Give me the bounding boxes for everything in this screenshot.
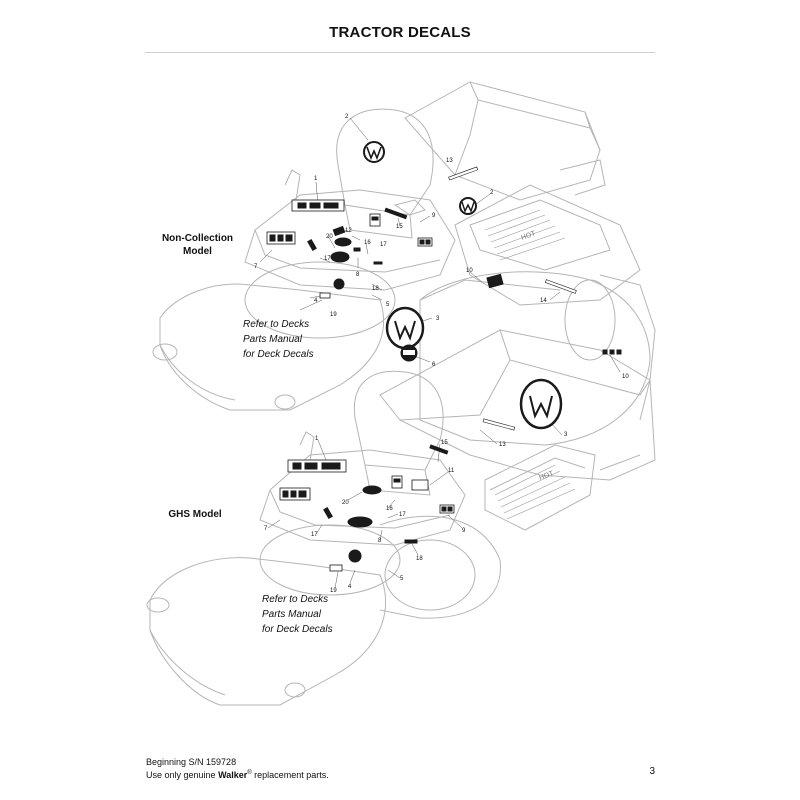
callout: 4 [314,298,318,304]
deck-note-line1: Refer to Decks [262,594,329,605]
callout: 5 [386,302,390,308]
callout: 6 [432,362,436,368]
callout: 8 [356,272,360,278]
model-label-ghs: GHS Model [168,509,222,520]
callout: 7 [264,526,268,532]
footer-notice: Use only genuine Walker® replacement par… [146,768,329,781]
callout: 9 [462,528,466,534]
callout: 3 [564,432,568,438]
hot-decal-top: HOT [520,230,537,242]
deck-note-line3: for Deck Decals [262,624,333,635]
title-divider [145,52,655,53]
callout: 11 [448,468,455,474]
footer-prefix: Use only genuine [146,770,219,780]
callout: 17 [399,512,406,518]
callout: 10 [466,268,473,274]
footer-serial: Beginning S/N 159728 [146,757,237,767]
callout: 16 [364,240,371,246]
brand-name: Walker [218,770,248,780]
callouts-bottom: 1 15 13 3 11 20 16 17 7 17 8 9 18 4 5 19 [264,432,568,594]
callout: 15 [396,224,403,230]
callout: 13 [499,442,506,448]
deck-note-line2: Parts Manual [243,334,302,345]
callout: 1 [314,176,318,182]
deck-note-line2: Parts Manual [262,609,321,620]
callout: 19 [330,312,337,318]
callout: 2 [490,190,494,196]
model-label-line2: Model [183,246,212,257]
callout: 2 [345,114,349,120]
callout: 17 [324,256,331,262]
callout: 13 [446,158,453,164]
callout: 9 [432,213,436,219]
deck-note-line1: Refer to Decks [243,319,310,330]
callout: 3 [436,316,440,322]
registered-mark: ® [247,770,252,776]
callout: 8 [378,538,382,544]
callout: 20 [326,234,333,240]
footer-suffix: replacement parts. [251,770,329,780]
deck-reference-note-top: Refer to Decks Parts Manual for Deck Dec… [243,317,314,362]
callout: 7 [254,264,258,270]
callout: 18 [372,286,379,292]
page-title: TRACTOR DECALS [329,24,471,41]
callout: 17 [380,242,387,248]
model-label-line1: Non-Collection [161,233,234,244]
callouts-top: 2 13 2 1 12 15 9 20 16 17 8 17 7 10 18 1… [254,114,629,380]
callout: 10 [622,374,629,380]
callout: 14 [540,298,547,304]
deck-note-line3: for Deck Decals [243,349,314,360]
callout: 4 [348,584,352,590]
callout: 12 [345,228,352,234]
callout: 17 [311,532,318,538]
model-label-non-collection: Non-Collection Model [150,232,245,258]
callout: 16 [386,506,393,512]
callout: 18 [416,556,423,562]
callout: 5 [400,576,404,582]
hot-decal-bottom: HOT [538,470,555,482]
callout: 19 [330,588,337,594]
deck-reference-note-bottom: Refer to Decks Parts Manual for Deck Dec… [262,592,333,637]
page-number: 3 [649,766,655,777]
callout: 1 [315,436,319,442]
callout: 20 [342,500,349,506]
callout: 15 [441,440,448,446]
